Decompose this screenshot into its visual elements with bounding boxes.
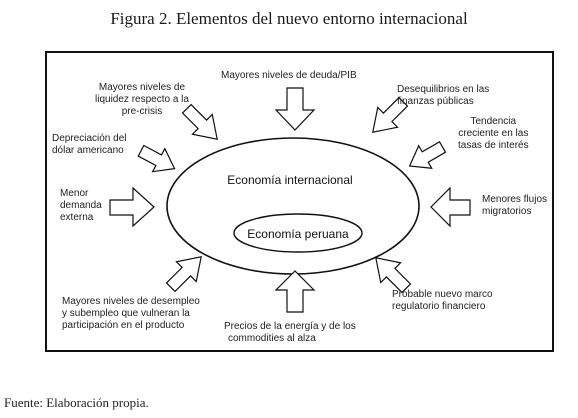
factor-demand-line-3: externa bbox=[60, 212, 94, 223]
arrow-right bbox=[430, 186, 471, 228]
arrow-left bbox=[109, 186, 155, 228]
factor-energy-line-2: commodities al alza bbox=[228, 333, 316, 344]
international-economy-label: Economía internacional bbox=[227, 173, 352, 187]
factor-dollar-line-1: Depreciación del bbox=[52, 133, 127, 144]
factor-liquidity: Mayores niveles de liquidez respecto a l… bbox=[95, 82, 189, 118]
factor-unemployment-line-2: y subempleo que vulneran la bbox=[62, 308, 190, 319]
factor-demand-line-1: Menor bbox=[60, 188, 89, 199]
factor-rates-line-3: tasas de interés bbox=[458, 140, 529, 151]
factor-unemployment: Mayores niveles de desempleo y subempleo… bbox=[62, 296, 200, 332]
factor-demand-line-2: demanda bbox=[60, 200, 102, 211]
factor-energy-line-1: Precios de la energía y de los bbox=[224, 321, 356, 332]
factor-external-demand: Menor demanda externa bbox=[60, 188, 102, 224]
factor-migration-line-1: Menores flujos bbox=[482, 194, 548, 205]
factor-regulation-line-1: Probable nuevo marco bbox=[392, 289, 493, 300]
factor-rates-line-1: Tendencia bbox=[470, 116, 517, 127]
factor-fiscal-imbalances: Desequilibrios en las finanzas públicas bbox=[397, 84, 489, 108]
arrow-top-left bbox=[181, 103, 218, 140]
factor-fiscal-line-1: Desequilibrios en las bbox=[397, 84, 490, 95]
factor-dollar-line-2: dólar americano bbox=[52, 145, 124, 156]
factor-rates-line-2: creciente en las bbox=[458, 128, 529, 139]
factor-debt-gdp-text: Mayores niveles de deuda/PIB bbox=[221, 70, 357, 81]
arrow-bottom-left bbox=[165, 256, 202, 293]
factor-regulation-line-2: regulatorio financiero bbox=[392, 301, 486, 312]
factor-liquidity-line-1: Mayores niveles de bbox=[98, 82, 186, 93]
factor-migration-line-2: migratorios bbox=[482, 206, 532, 217]
peruvian-economy-label: Economía peruana bbox=[247, 227, 349, 241]
international-economy-ellipse bbox=[166, 137, 420, 275]
arrow-left-upper bbox=[137, 144, 176, 173]
figure-source: Fuente: Elaboración propia. bbox=[4, 395, 149, 410]
factor-fiscal-line-2: finanzas públicas bbox=[397, 96, 474, 107]
arrow-bottom bbox=[274, 270, 316, 313]
factor-liquidity-line-3: pre-crisis bbox=[121, 106, 163, 117]
factor-migration-flows: Menores flujos migratorios bbox=[482, 194, 547, 218]
factor-unemployment-line-3: participación en el producto bbox=[62, 320, 185, 331]
factor-liquidity-line-2: liquidez respecto a la bbox=[95, 94, 189, 105]
arrow-top bbox=[274, 87, 316, 131]
factor-dollar-depreciation: Depreciación del dólar americano bbox=[52, 133, 127, 157]
figure-title: Figura 2. Elementos del nuevo entorno in… bbox=[110, 9, 468, 28]
peruvian-economy-ellipse bbox=[233, 213, 363, 253]
factor-interest-rates: Tendencia creciente en las tasas de inte… bbox=[458, 116, 529, 152]
arrow-bottom-right bbox=[375, 257, 412, 294]
arrow-right-upper bbox=[408, 140, 447, 169]
factor-unemployment-line-1: Mayores niveles de desempleo bbox=[62, 296, 200, 307]
diagram-frame bbox=[45, 51, 554, 352]
factor-financial-regulation: Probable nuevo marco regulatorio financi… bbox=[392, 289, 493, 313]
factor-debt-gdp: Mayores niveles de deuda/PIB bbox=[221, 70, 357, 82]
arrow-top-right bbox=[372, 96, 409, 133]
factor-energy-prices: Precios de la energía y de los commoditi… bbox=[224, 321, 356, 345]
